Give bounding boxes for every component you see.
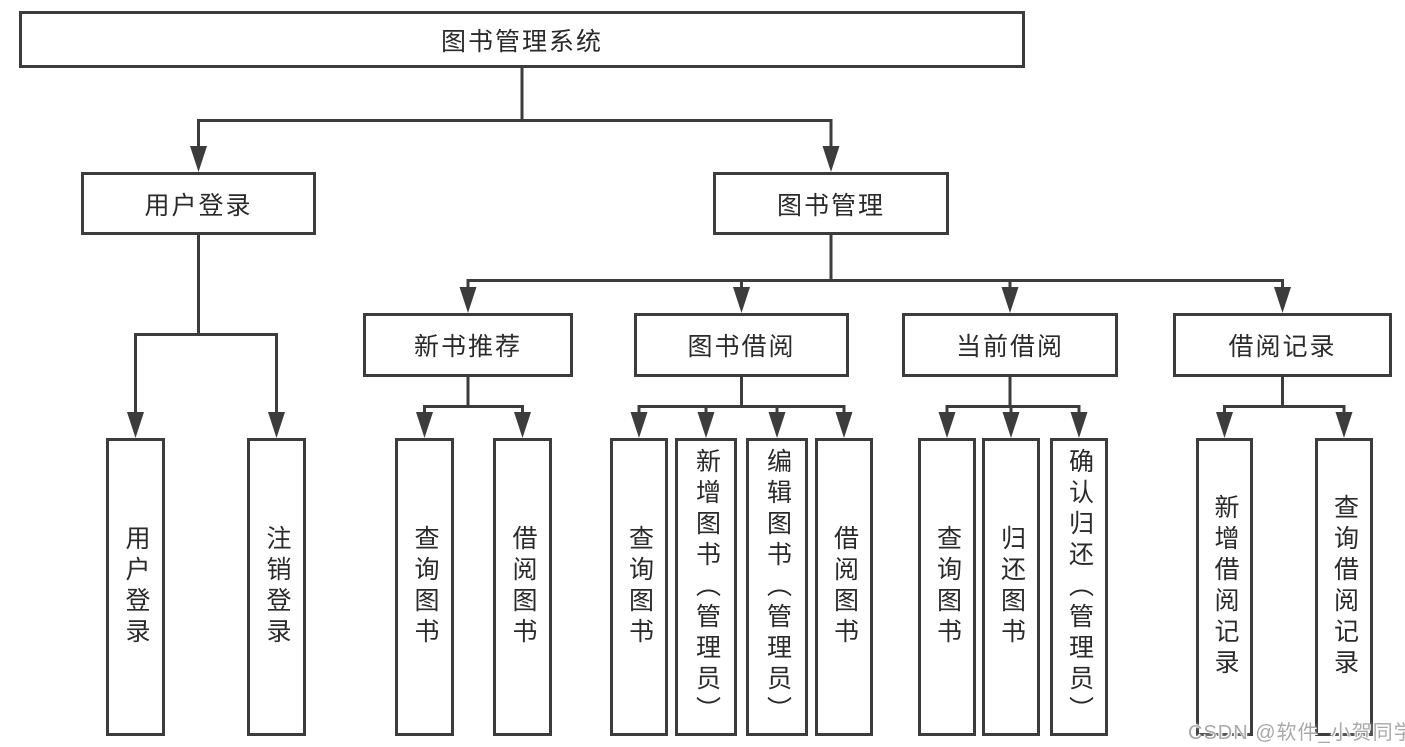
node-book-borrowing: 图书借阅: [634, 313, 849, 377]
node-new-book-recommend: 新书推荐: [363, 313, 573, 377]
node-leaf-add-borrow-record: 新增借阅记录: [1196, 438, 1253, 736]
node-leaf-borrow-books-recommend: 借阅图书: [493, 438, 552, 736]
node-label: 确认归还（管理员）: [1065, 447, 1094, 727]
node-label: 查询图书: [411, 525, 439, 649]
node-leaf-query-books-current: 查询图书: [918, 438, 976, 736]
node-leaf-edit-books-admin: 编辑图书（管理员）: [746, 438, 808, 736]
node-label: 图书管理系统: [440, 27, 603, 56]
node-book-management: 图书管理: [713, 172, 949, 235]
node-label: 查询图书: [625, 525, 654, 649]
node-current-borrowing: 当前借阅: [902, 313, 1118, 377]
node-label: 借阅图书: [830, 525, 859, 649]
node-leaf-confirm-return-admin: 确认归还（管理员）: [1050, 438, 1108, 736]
node-user-login: 用户登录: [81, 172, 316, 235]
node-library-system: 图书管理系统: [19, 11, 1025, 68]
node-leaf-return-books: 归还图书: [982, 438, 1040, 736]
node-label: 新书推荐: [413, 333, 522, 361]
node-label: 借阅记录: [1228, 333, 1337, 361]
node-label: 新增借阅记录: [1211, 494, 1239, 680]
node-label: 查询图书: [933, 525, 962, 649]
node-leaf-query-borrow-record: 查询借阅记录: [1315, 438, 1373, 736]
node-label: 查询借阅记录: [1330, 494, 1359, 680]
node-label: 图书管理: [776, 191, 885, 220]
node-label: 借阅图书: [509, 525, 537, 649]
node-label: 用户登录: [122, 525, 150, 649]
node-leaf-query-books-recommend: 查询图书: [395, 438, 454, 736]
node-label: 归还图书: [997, 525, 1026, 649]
node-label: 当前借阅: [955, 333, 1064, 361]
node-label: 新增图书（管理员）: [692, 447, 721, 727]
node-label: 注销登录: [263, 525, 291, 649]
node-leaf-add-books-admin: 新增图书（管理员）: [675, 438, 737, 736]
node-borrowing-records: 借阅记录: [1173, 313, 1392, 377]
csdn-watermark: CSDN @软件_小贺同学: [1188, 722, 1405, 744]
connector-arrowheads: [127, 146, 1353, 438]
node-label: 编辑图书（管理员）: [763, 447, 792, 727]
node-label: 图书借阅: [687, 333, 796, 361]
node-leaf-logout: 注销登录: [247, 438, 306, 736]
node-label: 用户登录: [144, 191, 253, 220]
node-leaf-user-login: 用户登录: [106, 438, 165, 736]
node-leaf-query-books-borrowing: 查询图书: [610, 438, 668, 736]
node-leaf-borrow-books: 借阅图书: [815, 438, 873, 736]
connector-lines: [134, 68, 1346, 416]
